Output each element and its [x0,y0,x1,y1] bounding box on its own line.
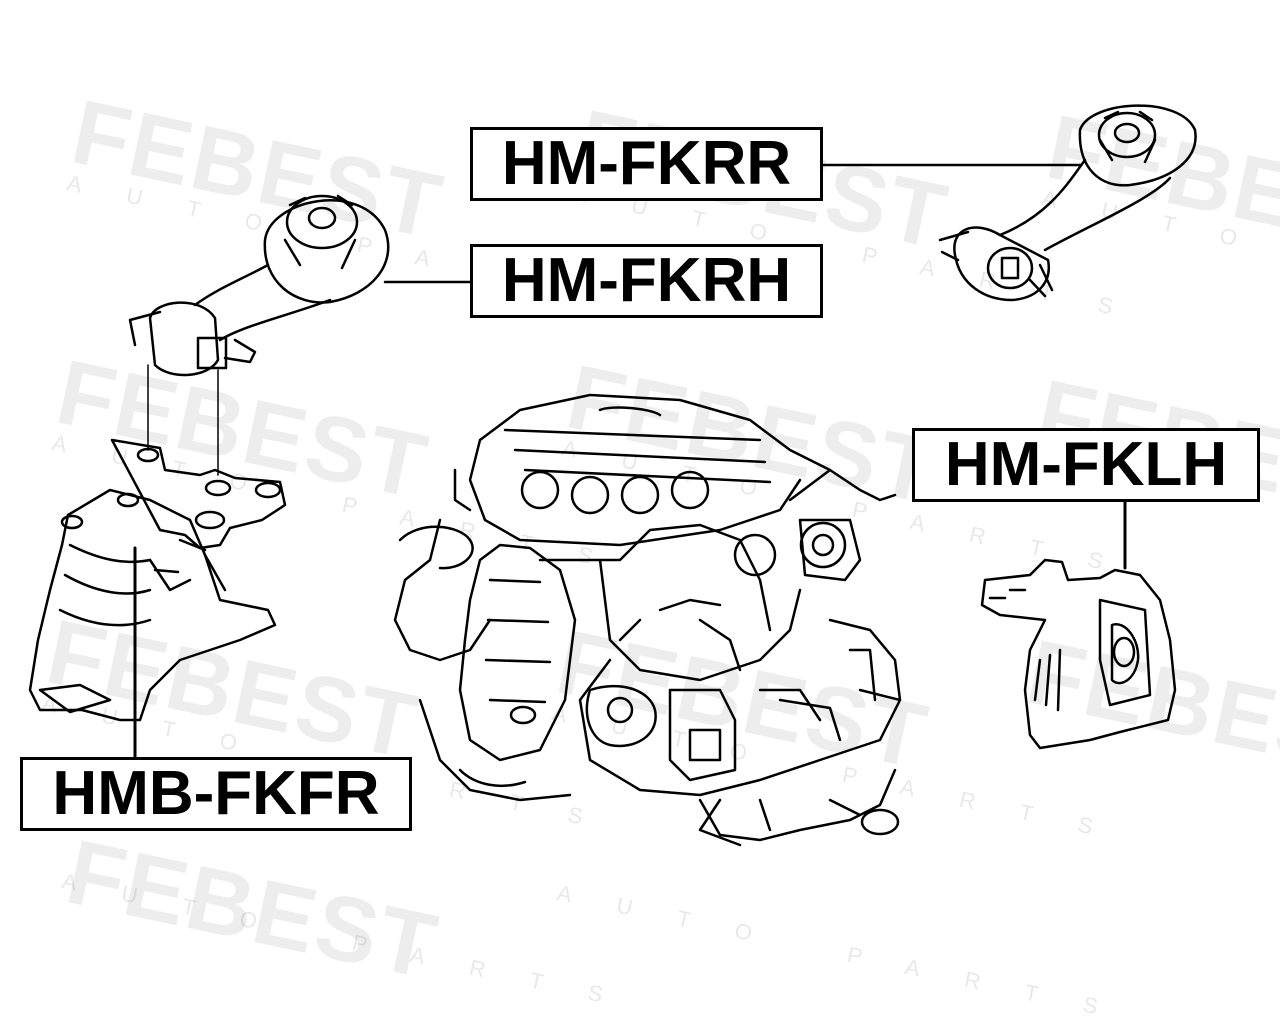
hmb-fkfr-bracket-drawing [28,438,287,759]
hm-fkrr-mount-drawing [938,104,1197,302]
hm-fkrh-mount-drawing [128,194,390,476]
part-label-hm-fkrh: HM-FKRH [470,244,823,318]
parts-drawing [28,104,1197,847]
diagram-canvas: FEBEST AUTO PARTS FEBEST AUTO PARTS FEBE… [20,81,1280,1029]
part-label-hm-fklh: HM-FKLH [912,428,1260,502]
engine-assembly-drawing [393,393,902,847]
part-label-hmb-fkfr: HMB-FKFR [20,757,412,831]
hm-fklh-mount-drawing [980,500,1177,750]
part-label-hm-fkrr: HM-FKRR [470,127,823,201]
